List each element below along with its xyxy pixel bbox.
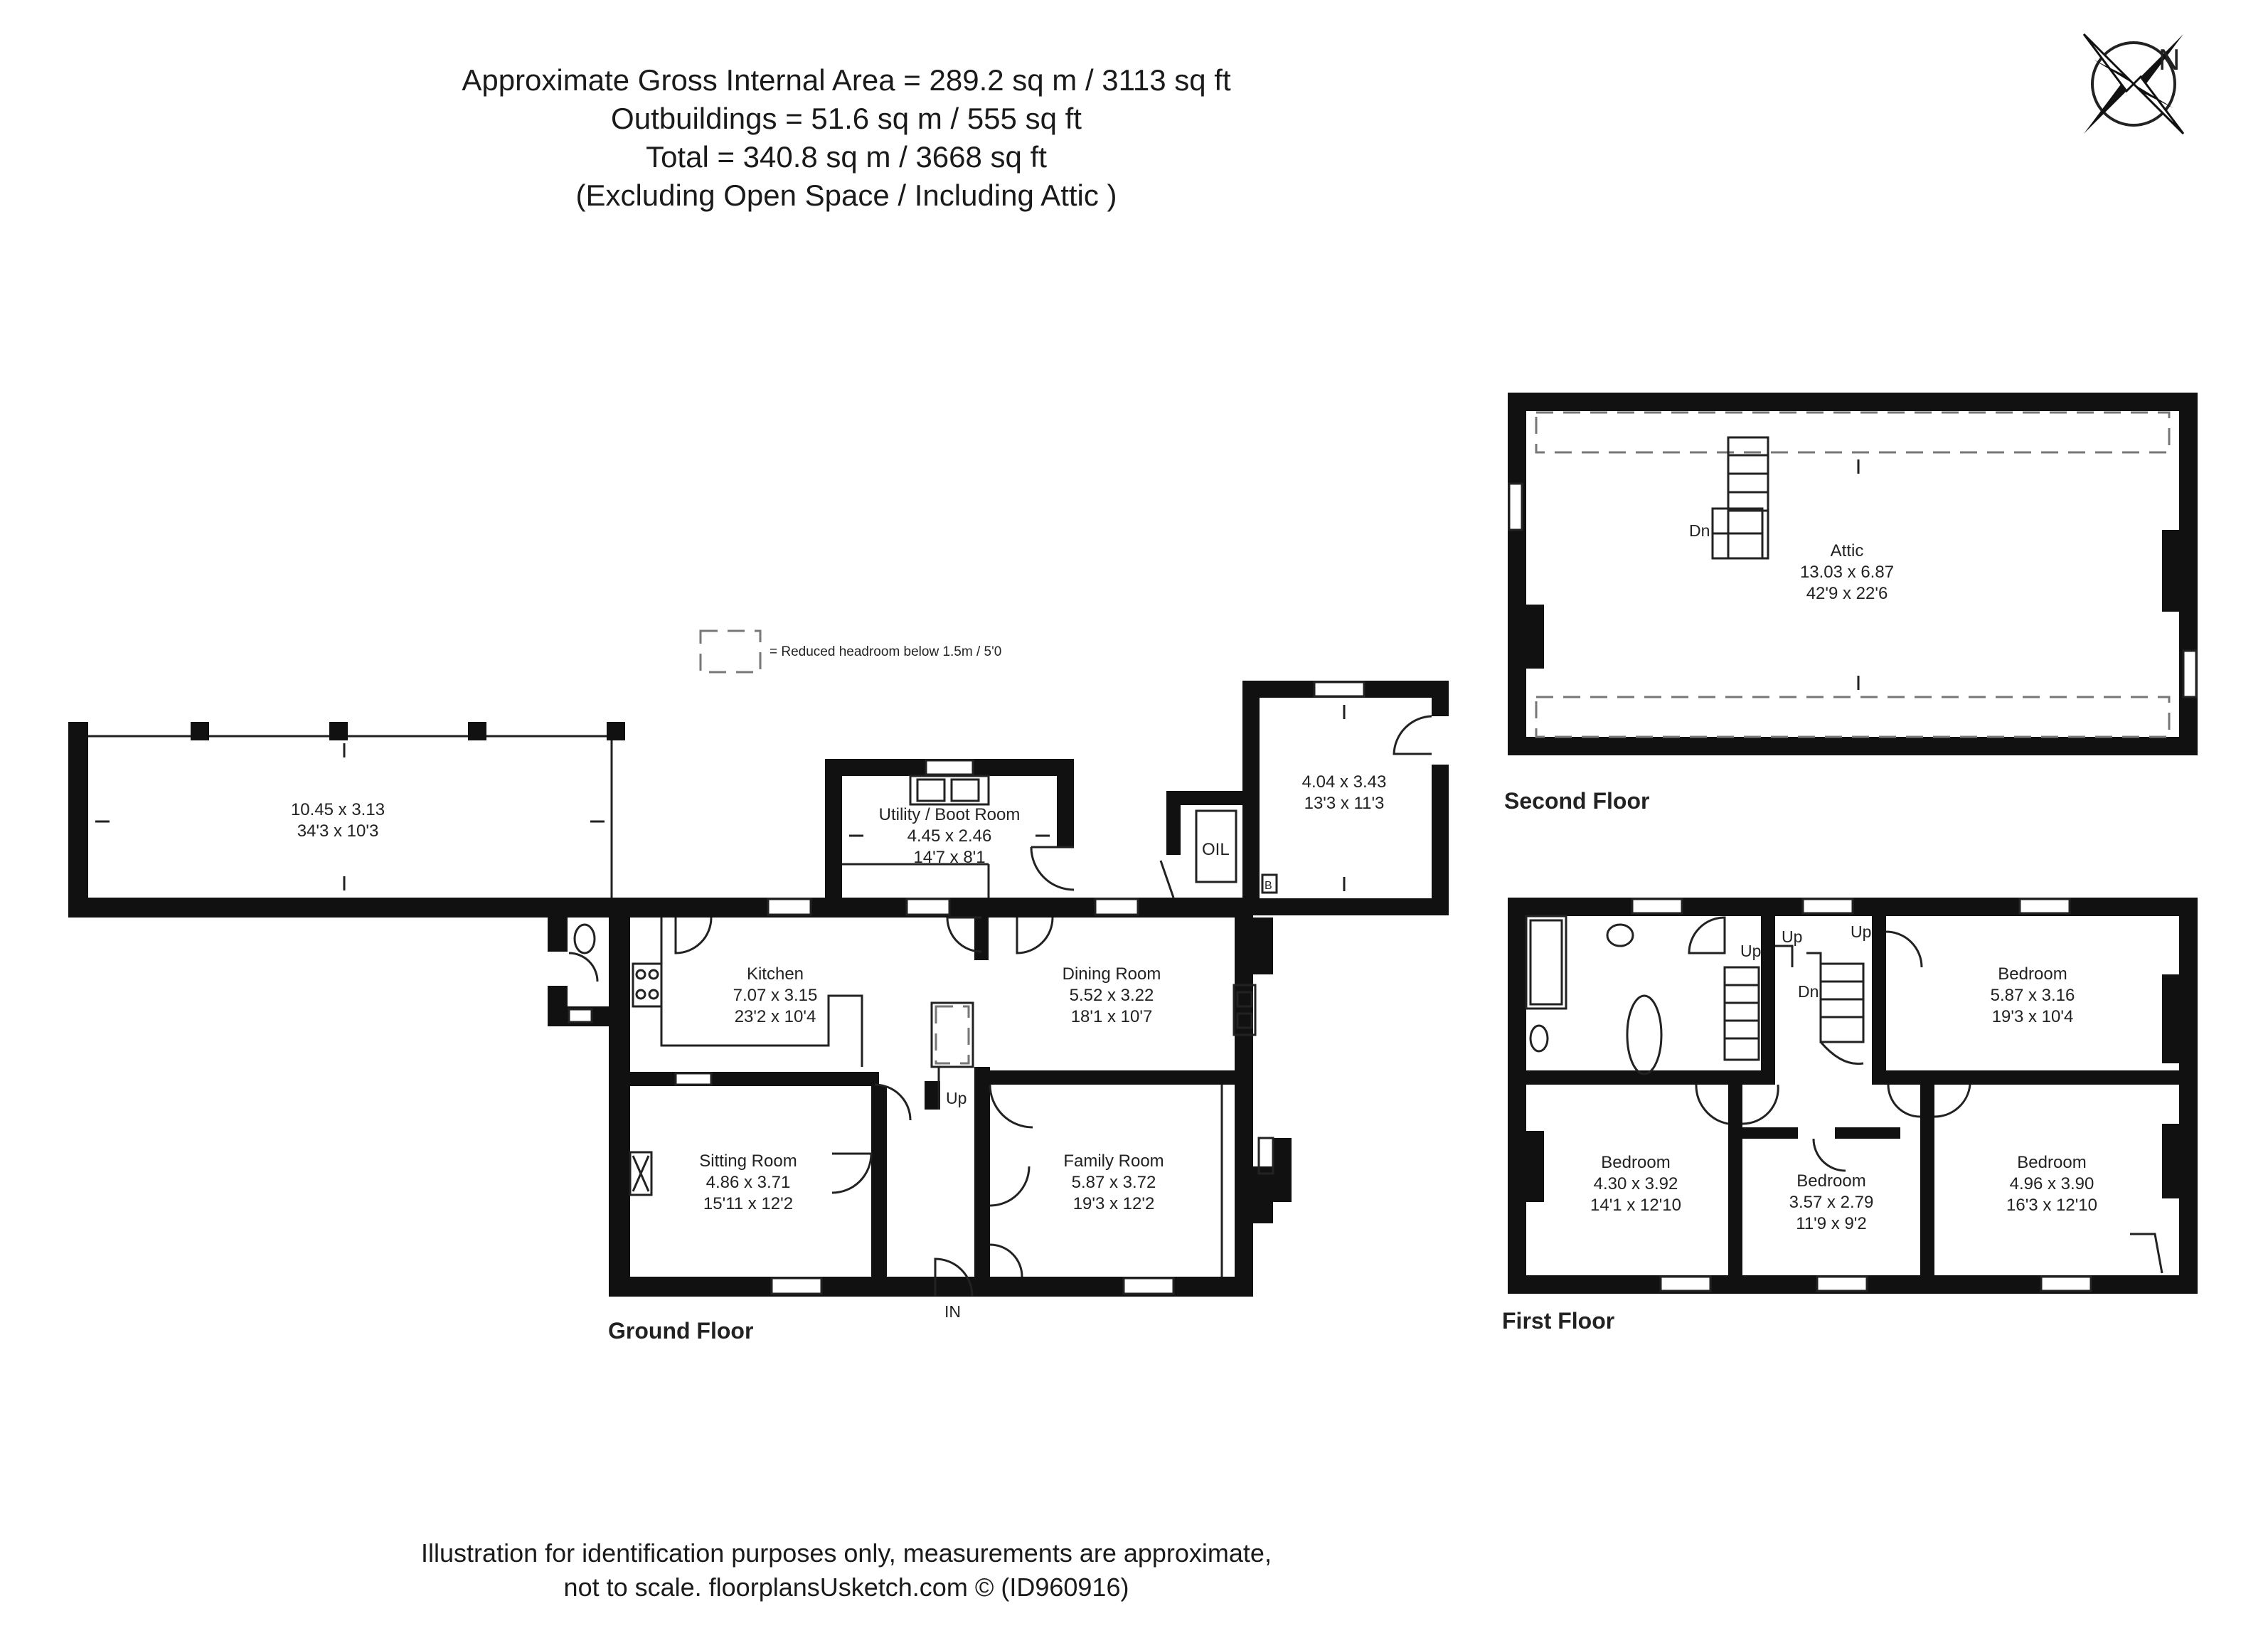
- utility-metric: 4.45 x 2.46: [907, 826, 992, 846]
- boiler-label: B: [1265, 880, 1272, 892]
- disclaimer-line-2: not to scale. floorplansUsketch.com © (I…: [563, 1573, 1129, 1602]
- utility-name: Utility / Boot Room: [879, 805, 1021, 824]
- kitchen-metric: 7.07 x 3.15: [733, 986, 818, 1005]
- bedroom-sw-metric: 4.30 x 3.92: [1594, 1174, 1678, 1193]
- first-floor-label: First Floor: [1502, 1308, 1614, 1334]
- utility-imperial: 14'7 x 8'1: [913, 848, 985, 867]
- ground-open-space: [68, 722, 879, 918]
- bedroom-ne-metric: 5.87 x 3.16: [1991, 986, 2075, 1005]
- kitchen-name: Kitchen: [747, 964, 804, 984]
- sitting-imperial: 15'11 x 12'2: [703, 1194, 793, 1213]
- compass-icon: [2082, 33, 2185, 135]
- reduced-headroom-swatch: [699, 629, 762, 674]
- first-stairs-up-c: Up: [1851, 922, 1871, 941]
- bedroom-s-metric: 3.57 x 2.79: [1789, 1193, 1874, 1212]
- utility-room: [825, 759, 1075, 901]
- compass-north-label: N: [2158, 43, 2180, 76]
- attic-plan: [1508, 393, 2198, 755]
- kitchen-imperial: 23'2 x 10'4: [735, 1007, 816, 1026]
- first-stairs-down: Dn: [1798, 982, 1819, 1001]
- bedroom-sw-name: Bedroom: [1601, 1153, 1670, 1172]
- bedroom-s-name: Bedroom: [1796, 1171, 1865, 1191]
- open-space-metric: 10.45 x 3.13: [291, 800, 385, 819]
- family-name: Family Room: [1063, 1152, 1164, 1171]
- attic-stairs-down: Dn: [1689, 521, 1710, 540]
- area-note: (Excluding Open Space / Including Attic …: [575, 179, 1117, 212]
- outbuilding-metric: 4.04 x 3.43: [1302, 772, 1387, 792]
- legend-text: = Reduced headroom below 1.5m / 5'0: [770, 644, 1001, 659]
- gross-internal-area: Approximate Gross Internal Area = 289.2 …: [462, 63, 1231, 97]
- dining-metric: 5.52 x 3.22: [1070, 986, 1154, 1005]
- first-stairs-up-a: Up: [1740, 942, 1761, 960]
- bedroom-sw-imperial: 14'1 x 12'10: [1590, 1196, 1681, 1215]
- sitting-metric: 4.86 x 3.71: [706, 1173, 791, 1192]
- first-stairs-up-b: Up: [1782, 927, 1802, 946]
- family-metric: 5.87 x 3.72: [1072, 1173, 1156, 1192]
- bedroom-s-imperial: 11'9 x 9'2: [1796, 1214, 1866, 1233]
- total-area: Total = 340.8 sq m / 3668 sq ft: [646, 140, 1047, 174]
- bedroom-se-imperial: 16'3 x 12'10: [2006, 1196, 2097, 1215]
- ground-floor-label: Ground Floor: [608, 1318, 753, 1344]
- sitting-name: Sitting Room: [699, 1152, 797, 1171]
- outbuilding-imperial: 13'3 x 11'3: [1304, 794, 1385, 813]
- ground-stairs-up: Up: [946, 1089, 967, 1107]
- outbuilding: [1242, 681, 1449, 915]
- bedroom-ne-imperial: 19'3 x 10'4: [1992, 1007, 2074, 1026]
- attic-imperial: 42'9 x 22'6: [1806, 584, 1888, 603]
- second-floor-label: Second Floor: [1504, 788, 1649, 814]
- bedroom-se-name: Bedroom: [2017, 1153, 2086, 1172]
- dining-name: Dining Room: [1063, 964, 1161, 984]
- dining-imperial: 18'1 x 10'7: [1071, 1007, 1153, 1026]
- first-floor-plan: [1508, 898, 2198, 1294]
- open-space-imperial: 34'3 x 10'3: [297, 821, 379, 841]
- family-imperial: 19'3 x 12'2: [1073, 1194, 1155, 1213]
- bedroom-ne-name: Bedroom: [1998, 964, 2067, 984]
- wc-lobby: [548, 918, 612, 1026]
- area-summary: Approximate Gross Internal Area = 289.2 …: [0, 61, 1693, 215]
- attic-name: Attic: [1831, 541, 1864, 560]
- oil-tank-store: [1159, 791, 1252, 898]
- disclaimer-line-1: Illustration for identification purposes…: [421, 1538, 1272, 1568]
- disclaimer: Illustration for identification purposes…: [0, 1536, 1693, 1605]
- bedroom-se-metric: 4.96 x 3.90: [2010, 1174, 2094, 1193]
- oil-label: OIL: [1202, 840, 1230, 859]
- attic-metric: 13.03 x 6.87: [1800, 563, 1894, 582]
- outbuildings-area: Outbuildings = 51.6 sq m / 555 sq ft: [611, 102, 1082, 135]
- entrance-label: IN: [944, 1302, 961, 1321]
- ground-main-house: [609, 898, 1292, 1297]
